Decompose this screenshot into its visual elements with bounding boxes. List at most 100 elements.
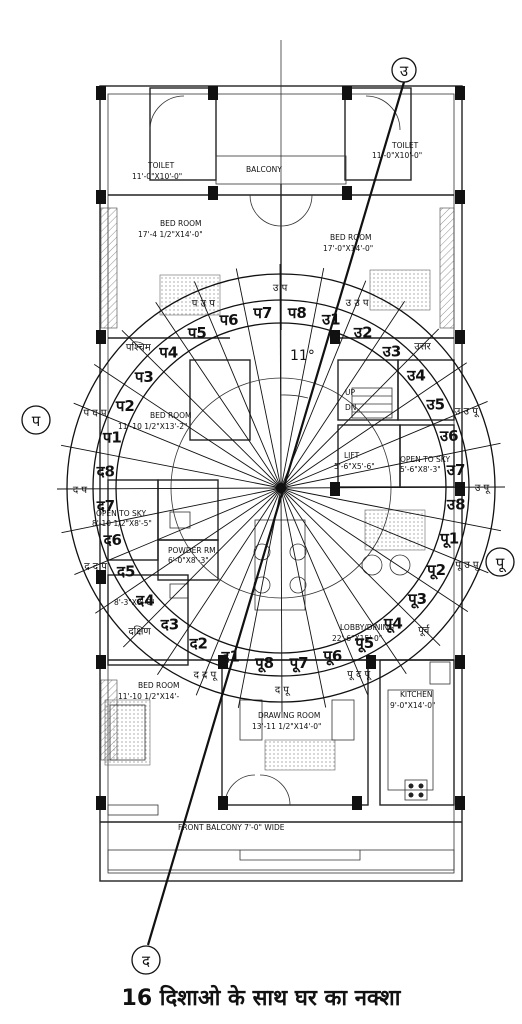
zone-ray: [280, 328, 440, 489]
zone-label: उ3: [382, 342, 402, 360]
zone-ray: [280, 487, 407, 674]
label-open-sky-right-size: 5'-6"X8'-3": [400, 465, 441, 474]
zone-label: उ2: [353, 323, 373, 341]
zone-label: प5: [187, 324, 207, 342]
direction-name-label: पश्चिम: [126, 342, 152, 354]
label-toilet-right: TOILET: [391, 141, 419, 150]
zone-label: पू2: [426, 561, 446, 580]
north-marker-label: उ: [400, 62, 409, 80]
zone-ray: [157, 487, 282, 676]
direction-name-label: द प: [73, 485, 87, 496]
zone-label: द5: [116, 563, 135, 581]
zone-label: द8: [96, 463, 115, 481]
brahmasthan-center: [276, 483, 286, 493]
direction-name-label: द द पू: [194, 670, 219, 681]
direction-name-label: उ उ पू: [455, 406, 480, 417]
direction-name-label: दक्षिण: [128, 626, 151, 638]
zone-ray: [280, 487, 369, 695]
declination-arc: [280, 394, 309, 399]
zone-ray: [56, 487, 282, 490]
direction-name-label: द पू: [275, 685, 291, 696]
zone-ray: [280, 487, 441, 647]
north-marker: उ: [391, 57, 417, 83]
label-balcony: BALCONY: [246, 165, 282, 174]
zone-ray: [280, 442, 501, 489]
zone-ray: [280, 300, 405, 489]
zone-label: द6: [103, 531, 122, 549]
zone-ray: [280, 487, 327, 708]
zone-label: द7: [96, 497, 115, 515]
label-lift: LIFT: [344, 451, 360, 460]
middle-ring: [92, 299, 470, 677]
direction-name-label: प उ प: [192, 299, 216, 310]
zone-label: द1: [220, 648, 239, 666]
label-lift-size: 5'-6"X5'-6": [334, 462, 375, 471]
label-open-sky-left-size: 8'-10 1/2"X8'-5": [92, 519, 152, 528]
label-powder-room-size: 6'-0"X8'-3": [168, 556, 209, 565]
figure-caption: 16 दिशाओ के साथ घर का नक्शा: [121, 986, 401, 1011]
zone-ray: [95, 487, 282, 614]
zone-label: उ5: [425, 395, 445, 413]
zone-label: द3: [160, 616, 179, 634]
zone-ray: [280, 487, 469, 612]
label-bedroom-top-right: BED ROOM: [330, 233, 372, 242]
zone-label: द4: [135, 591, 154, 609]
compass-rays: [56, 263, 506, 713]
zone-label: उ6: [439, 427, 459, 445]
zone-label: प2: [115, 397, 135, 415]
declination-angle-label: 11°: [290, 348, 315, 364]
zone-label: प8: [287, 304, 307, 322]
label-lobby-dining: LOBBY/DINING: [340, 623, 394, 632]
label-store-size: 8'-3"X8'-0": [114, 598, 155, 607]
inner-ring: [115, 322, 447, 654]
direction-name-label: उत्तर: [414, 341, 431, 352]
room-labels: TOILET 11'-0"X10'-0" BALCONY TOILET 11'-…: [92, 141, 450, 832]
zone-ray: [237, 487, 282, 708]
compass-rings: [66, 273, 496, 703]
zone-labels: उ1उ2उ3उ4उ5उ6उ7उ8पू1पू2पू3पू4पू5पू6पू7पू8…: [96, 304, 466, 673]
east-marker-label: पू: [496, 554, 507, 573]
zone-label: पू3: [407, 590, 427, 609]
label-toilet-left-size: 11'-0"X10'-0": [132, 172, 182, 181]
zone-ray: [280, 487, 489, 574]
direction-name-label: पू उ पू: [455, 560, 480, 571]
direction-name-label: पू द पू: [347, 669, 372, 680]
zone-ray: [280, 487, 501, 532]
zone-label: प7: [252, 304, 272, 322]
zone-ray: [121, 329, 282, 489]
label-toilet-left: TOILET: [147, 161, 175, 170]
label-bedroom-top-left: BED ROOM: [160, 219, 202, 228]
zone-label: पू7: [289, 654, 309, 673]
label-kitchen: KITCHEN: [400, 690, 433, 699]
zone-ray: [280, 268, 325, 489]
label-bedroom-top-left-size: 17'-4 1/2"X14'-0": [138, 230, 203, 239]
label-open-sky-right: OPEN TO SKY: [400, 455, 450, 464]
direction-name-labels: उ उ पउत्तरउ उ पूउ पूपू उ पूपूर्वपू द पूद…: [73, 283, 491, 696]
zone-label: द2: [189, 635, 208, 653]
zone-ray: [280, 486, 506, 489]
magnetic-axis-line: [146, 81, 406, 946]
zone-ray: [155, 302, 282, 489]
label-toilet-right-size: 11'-0"X10'-0": [372, 151, 422, 160]
east-marker: पू: [485, 547, 515, 577]
zone-label: प4: [158, 344, 178, 362]
label-kitchen-size: 9'-0"X14'-0": [390, 701, 435, 710]
zone-label: पू6: [322, 647, 342, 666]
outer-ring: [66, 273, 496, 703]
zone-ray: [279, 263, 282, 489]
direction-name-label: उ प: [273, 283, 288, 294]
label-lobby-dining-size: 22'-6"X15'-0": [332, 634, 382, 643]
label-stair-down: DN: [345, 403, 356, 412]
zone-ray: [74, 487, 282, 576]
label-bedroom-bottom-left: BED ROOM: [138, 681, 180, 690]
zone-label: पू5: [354, 634, 374, 653]
zone-label: पू4: [383, 615, 403, 634]
label-open-sky-left: OPEN TO SKY: [96, 509, 146, 518]
zone-label: उ8: [446, 495, 466, 513]
label-drawing-room: DRAWING ROOM: [258, 711, 320, 720]
direction-name-label: पूर्व: [418, 625, 430, 637]
direction-name-label: उ उ प: [346, 298, 369, 309]
west-marker-label: प: [32, 412, 41, 430]
zone-ray: [280, 487, 283, 713]
